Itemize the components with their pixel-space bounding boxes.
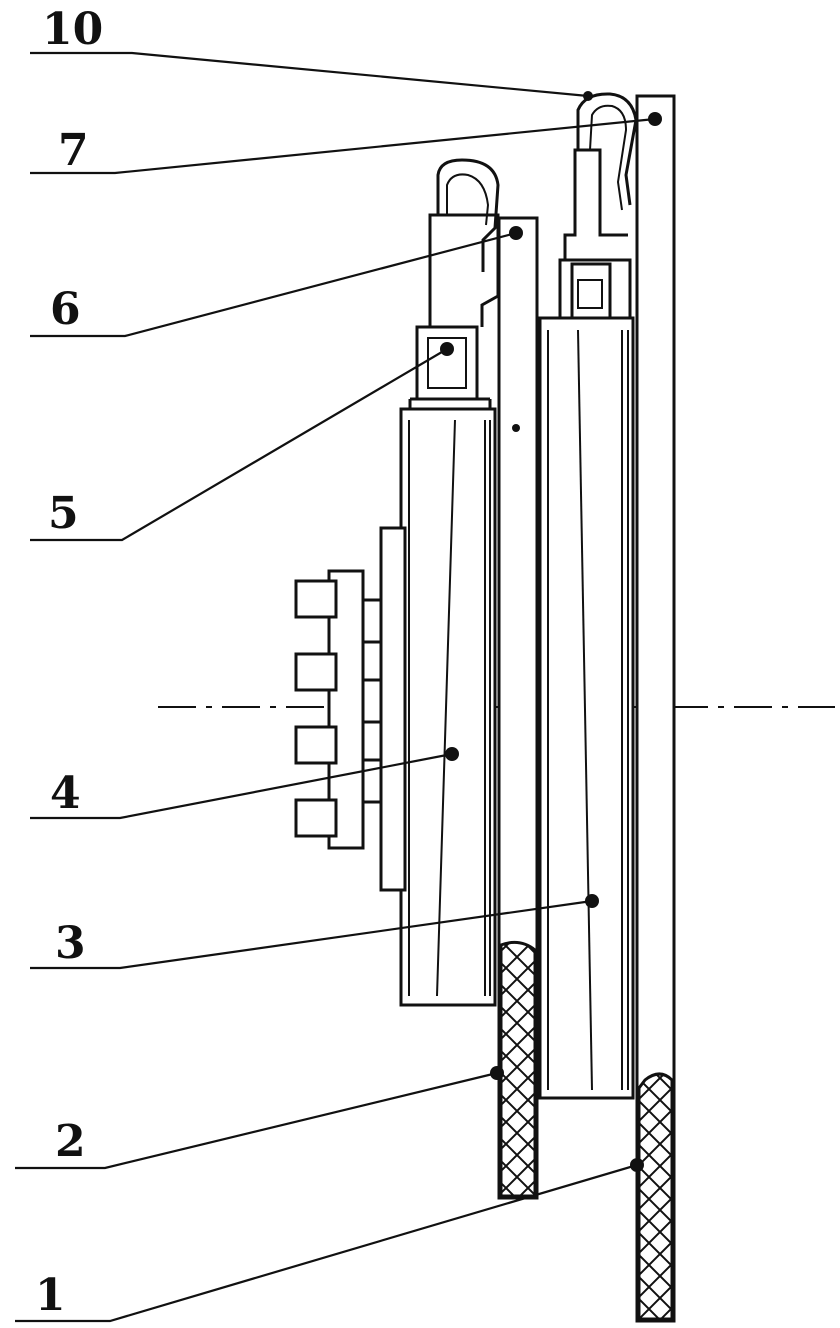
callout-1: 1 xyxy=(35,1270,66,1321)
leader-lines xyxy=(15,51,662,1323)
part-3-right-coil xyxy=(538,316,635,1100)
callout-3: 3 xyxy=(55,918,86,969)
part-1-outer-plate xyxy=(635,94,676,1323)
part-4-left-coil xyxy=(399,407,497,1007)
callout-2: 2 xyxy=(55,1116,86,1167)
part-10-right-clip xyxy=(576,92,638,211)
callout-6: 6 xyxy=(50,284,81,335)
callout-5: 5 xyxy=(48,488,79,539)
part-7-right-terminal xyxy=(558,148,632,320)
callout-7: 7 xyxy=(58,125,89,176)
part-5-left-terminal xyxy=(408,325,492,409)
callout-10: 10 xyxy=(42,4,103,55)
callout-4: 4 xyxy=(50,768,81,819)
connector-stack xyxy=(294,526,407,892)
part-2-inner-plate xyxy=(497,216,539,1200)
part-6-left-clip xyxy=(428,158,500,327)
